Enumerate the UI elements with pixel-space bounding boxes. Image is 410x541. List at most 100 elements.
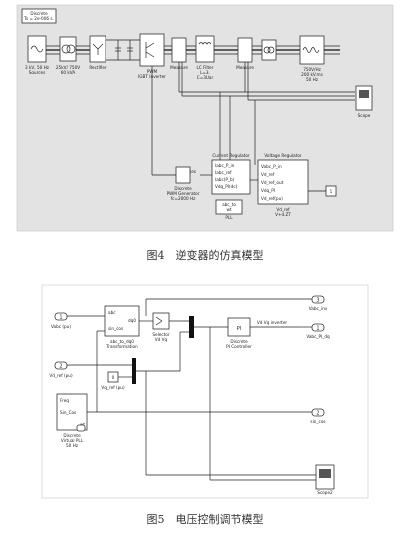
figure2-background bbox=[41, 284, 369, 499]
outport-1-label: Vabc_PI_dq bbox=[306, 334, 330, 339]
vreg-port-3: Vd_ref_out bbox=[261, 180, 284, 185]
const0-value: 0 bbox=[112, 375, 115, 380]
discrete-label: Discrete bbox=[30, 11, 48, 16]
selector-block[interactable] bbox=[152, 312, 170, 330]
inverter-block[interactable] bbox=[139, 33, 165, 67]
outport-2-label: sin_cos bbox=[310, 419, 325, 424]
measure-block[interactable] bbox=[171, 37, 187, 63]
vpll-label-2: Virtual PLL bbox=[61, 438, 84, 443]
outport-3-label: Vabc_inv bbox=[309, 306, 328, 311]
selector-icon bbox=[155, 316, 163, 326]
discrete-ts-label: Ts = 2e-006 s. bbox=[23, 16, 54, 21]
abc-label-1: abc_to_dq0 bbox=[110, 339, 134, 344]
pll-block[interactable] bbox=[215, 199, 243, 215]
rectifier-label: Rectifier bbox=[89, 65, 107, 70]
load-label-3: 50 Hz bbox=[306, 77, 319, 82]
inport-3[interactable] bbox=[76, 424, 86, 432]
trafo-label-1: 25kV/ 750V bbox=[56, 65, 80, 70]
inport-2-num: 2 bbox=[59, 364, 62, 370]
source-label-2: Sources bbox=[29, 70, 46, 75]
dc-bus-gap bbox=[106, 34, 140, 64]
load-label-1: 750V/Hz bbox=[303, 67, 321, 72]
load-block[interactable] bbox=[299, 35, 325, 65]
vreg-port-5: Vd_ref(pu) bbox=[261, 196, 283, 201]
inport-1-num: 1 bbox=[59, 315, 62, 321]
vreg-port-2: Vd_ref bbox=[261, 172, 275, 177]
sine-icon bbox=[30, 45, 44, 53]
inport-1[interactable] bbox=[54, 312, 68, 321]
inductor-icon bbox=[198, 42, 212, 45]
abc-label-2: Transformation bbox=[105, 344, 138, 349]
outport-1-num: 1 bbox=[316, 326, 319, 332]
creg-port-1: Iabc_P_in bbox=[215, 163, 235, 168]
current-regulator-block[interactable] bbox=[211, 159, 251, 195]
const-label: 1 bbox=[330, 189, 333, 194]
pll-label-2: wt bbox=[226, 207, 231, 212]
lc-label-1: LC Filter bbox=[197, 65, 214, 70]
transformer-block[interactable] bbox=[59, 36, 77, 62]
selector-label-2: Vd Vq bbox=[155, 337, 168, 342]
abc-to-dq0-block[interactable] bbox=[104, 305, 140, 337]
transformer-coil2-icon bbox=[66, 44, 76, 54]
outport-3[interactable] bbox=[311, 295, 325, 304]
selector-label-1: Selector bbox=[152, 332, 169, 337]
out-link-label: Vd Vq inverter bbox=[257, 320, 288, 325]
vpll-label-1: Discrete bbox=[63, 433, 81, 438]
creg-port-2: Iabc_ref bbox=[215, 170, 232, 175]
outport-3-num: 3 bbox=[316, 298, 319, 304]
figure2-caption: 图5 电压控制调节模型 bbox=[147, 512, 264, 526]
lc-label-2: L=3. bbox=[200, 70, 210, 75]
otrafo-coil2-icon bbox=[267, 46, 275, 54]
figure1-diagram: Discrete Ts = 2e-006 s. 3 kV, 50 Hz Sour… bbox=[16, 4, 394, 232]
pi-label-2: PI Controller bbox=[226, 344, 252, 349]
pwm-label-1: Discrete bbox=[174, 186, 192, 191]
outport-1[interactable] bbox=[311, 323, 325, 332]
pll-port-wt: wt bbox=[80, 422, 85, 427]
creg-port-3: Iabc(P_b) bbox=[215, 177, 235, 182]
figure2-diagram: 1 Vabc (pu) abc sin_cos dq0 abc_to_dq0 T… bbox=[41, 284, 369, 499]
current-reg-label: Current Regulator bbox=[212, 153, 250, 158]
virtual-pll-block[interactable] bbox=[56, 393, 88, 431]
scope-screen-icon bbox=[359, 90, 369, 98]
pi-text: PI bbox=[237, 326, 242, 332]
load-label-2: 200 kV.ms bbox=[301, 72, 323, 77]
pi-label-1: Discrete bbox=[230, 339, 248, 344]
vdref-label-1: Vd_ref bbox=[276, 207, 290, 212]
outport-2-num: 2 bbox=[316, 411, 319, 417]
source-label-1: 3 kV, 50 Hz bbox=[25, 65, 50, 70]
inport-2[interactable] bbox=[54, 361, 68, 370]
const0-label: Vq_ref (pu) bbox=[101, 385, 125, 390]
igbt-icon bbox=[145, 42, 155, 58]
outport-2[interactable] bbox=[311, 408, 325, 417]
vpll-label-3: 50 Hz bbox=[66, 443, 79, 448]
lc-filter-block[interactable] bbox=[195, 35, 215, 63]
vreg-port-4: Vdq_PI bbox=[261, 188, 275, 193]
discrete-solver-block[interactable] bbox=[21, 8, 57, 24]
creg-port-4: Vdq_PI(dc) bbox=[215, 184, 238, 189]
output-transformer-block[interactable] bbox=[261, 39, 277, 61]
scope2-label: Scope2 bbox=[317, 490, 333, 495]
vdref-label-2: V+d.ZT bbox=[275, 212, 291, 217]
mux-block[interactable] bbox=[189, 316, 194, 338]
inport-1-label: Vabc (pu) bbox=[51, 324, 71, 329]
lc-label-3: C=3Uar bbox=[197, 75, 214, 80]
voltage-regulator-block[interactable] bbox=[257, 159, 309, 205]
pll-label-1: abc_to bbox=[222, 202, 236, 207]
figure1-caption: 图4 逆变器的仿真模型 bbox=[147, 248, 264, 262]
abc-port-dq0: dq0 bbox=[128, 318, 136, 323]
pwm-generator-block[interactable] bbox=[175, 166, 191, 184]
trafo-label-2: 60 kVA bbox=[61, 70, 76, 75]
scope2-screen-icon bbox=[319, 469, 331, 478]
scope-label: Scope bbox=[358, 113, 371, 118]
diode-icon bbox=[92, 43, 104, 55]
pll-label-3: PLL bbox=[225, 215, 233, 220]
abc-port-sincos: sin_cos bbox=[108, 326, 123, 331]
voltage-reg-label: Voltage Regulator bbox=[264, 153, 302, 158]
pwm-label-3: fc=2000 Hz bbox=[171, 196, 196, 201]
otrafo-coil-icon bbox=[263, 46, 271, 54]
inport-2-label: Vd_ref (pu) bbox=[49, 373, 73, 378]
transformer-coil-icon bbox=[61, 44, 71, 54]
mux2-block[interactable] bbox=[132, 358, 136, 384]
measure2-block[interactable] bbox=[237, 37, 253, 63]
